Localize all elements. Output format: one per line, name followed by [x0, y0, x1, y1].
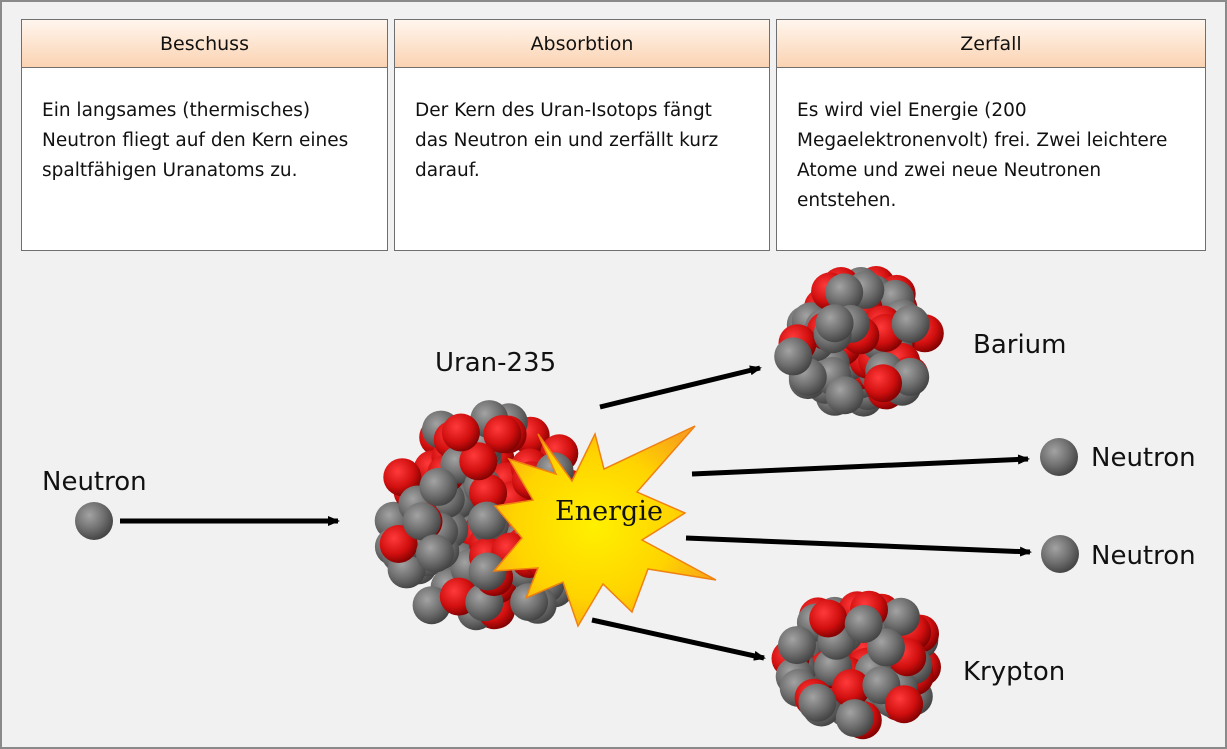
energy-burst-icon	[492, 425, 717, 628]
neutron-particle	[467, 501, 506, 540]
neutron-particle	[798, 683, 837, 722]
arrow-to-krypton	[591, 617, 766, 661]
proton	[469, 473, 508, 512]
proton	[441, 413, 480, 452]
arrow-to-neutron-1	[691, 454, 1030, 477]
proton	[809, 599, 848, 638]
step-description: Der Kern des Uran-Isotops fängt das Neut…	[415, 100, 719, 181]
neutron-particle	[419, 467, 458, 506]
incoming-neutron	[75, 502, 113, 540]
krypton-label: Krypton	[963, 657, 1065, 687]
uranium-nucleus	[374, 400, 603, 631]
proton	[864, 364, 902, 403]
neutron-particle	[774, 337, 813, 376]
krypton-nucleus	[771, 590, 941, 740]
neutron-particle	[778, 626, 816, 665]
energy-label: Energie	[555, 496, 663, 527]
arrow-to-barium	[599, 365, 762, 410]
neutron-particle	[881, 597, 920, 636]
outgoing-neutron-2	[1041, 535, 1079, 573]
arrow-to-neutron-2	[685, 535, 1032, 557]
neutron-label-incoming: Neutron	[42, 467, 147, 497]
step-title: Beschuss	[22, 20, 387, 68]
step-card-decay: Zerfall Es wird viel Energie (200 Megael…	[776, 19, 1206, 251]
proton	[483, 415, 522, 454]
outgoing-neutron-1	[1040, 438, 1078, 476]
neutron-particle	[891, 305, 930, 343]
neutron-label-outgoing-2: Neutron	[1091, 541, 1196, 571]
step-card-absorption: Absorbtion Der Kern des Uran-Isotops fän…	[394, 19, 770, 251]
barium-label: Barium	[973, 330, 1067, 360]
proton	[379, 525, 418, 563]
neutron-particle	[815, 304, 854, 343]
step-title: Absorbtion	[395, 20, 769, 68]
uranium-label: Uran-235	[435, 348, 556, 378]
neutron-label-outgoing-1: Neutron	[1091, 443, 1196, 473]
neutron-particle	[825, 376, 864, 415]
neutron-particle	[844, 605, 883, 643]
neutron-particle	[402, 502, 441, 541]
proton	[832, 669, 870, 708]
barium-nucleus	[774, 266, 944, 417]
step-title: Zerfall	[777, 20, 1205, 68]
neutron-particle	[468, 552, 507, 591]
step-description: Es wird viel Energie (200 Megaelektronen…	[797, 100, 1168, 211]
proton	[459, 442, 498, 481]
neutron-particle	[825, 273, 864, 312]
proton	[885, 685, 924, 724]
neutron-particle	[835, 699, 874, 738]
neutron-particle	[415, 534, 454, 573]
step-description: Ein langsames (thermisches) Neutron flie…	[42, 100, 349, 181]
step-card-bombardment: Beschuss Ein langsames (thermisches) Neu…	[21, 19, 388, 251]
